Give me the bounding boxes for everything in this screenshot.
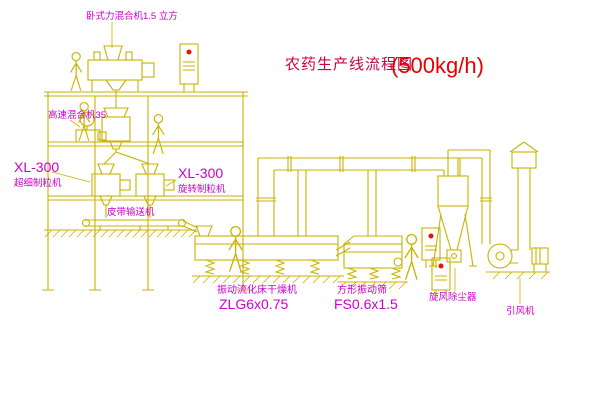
label-belt-conveyor: 皮带输送机 xyxy=(107,206,155,218)
diagram-title: 农药生产线流程图 xyxy=(285,56,413,73)
label-cyclone: 旋风除尘器 xyxy=(429,291,477,303)
exhaust-stack xyxy=(509,141,539,250)
person-figure-4 xyxy=(228,225,243,273)
cyclone-dust-collector xyxy=(429,149,492,267)
indicator-dot xyxy=(428,233,434,239)
exhaust-duct xyxy=(256,156,461,236)
person-figure-3 xyxy=(152,113,165,155)
granulator-right xyxy=(135,163,175,218)
person-figure-1 xyxy=(69,51,83,92)
control-cabinet-top xyxy=(179,43,199,92)
vibrating-screen xyxy=(338,235,408,290)
label-dryer-name: 振动流化床干燥机 xyxy=(217,283,297,296)
y-splitter-pipe xyxy=(103,149,151,165)
label-fan: 引风机 xyxy=(506,305,535,317)
label-granulator-left-name: 超细制粒机 xyxy=(14,177,62,189)
label-granulator-right-name: 旋转制粒机 xyxy=(178,183,226,195)
label-granulator-left-model: XL-300 xyxy=(14,159,59,175)
ground-hatch xyxy=(44,229,197,238)
label-horizontal-mixer: 卧式力混合机1.5 立方 xyxy=(86,10,178,22)
person-figure-5 xyxy=(404,233,419,281)
feed-machine xyxy=(101,107,131,150)
label-high-speed-mixer: 高速混合机35 xyxy=(48,109,106,121)
induced-draft-fan xyxy=(486,243,550,280)
label-screen-name: 方形振动筛 xyxy=(337,283,387,296)
control-cabinet-mid xyxy=(421,227,441,268)
labels: 农药生产线流程图 (500kg/h) 卧式力混合机1.5 立方 高速混合机35 … xyxy=(14,10,535,317)
label-granulator-right-model: XL-300 xyxy=(178,165,223,181)
label-leader-lines xyxy=(51,22,521,304)
label-screen-model: FS0.6x1.5 xyxy=(334,296,398,312)
label-dryer-model: ZLG6x0.75 xyxy=(219,296,288,312)
diagram-capacity: (500kg/h) xyxy=(391,53,484,78)
belt-conveyor xyxy=(81,218,199,233)
fluid-bed-dryer xyxy=(192,225,351,284)
horizontal-mixer xyxy=(87,45,155,108)
indicator-dot xyxy=(186,49,192,55)
control-cabinet-low xyxy=(431,257,451,296)
granulator-left xyxy=(91,163,131,218)
indicator-dot xyxy=(438,263,444,269)
